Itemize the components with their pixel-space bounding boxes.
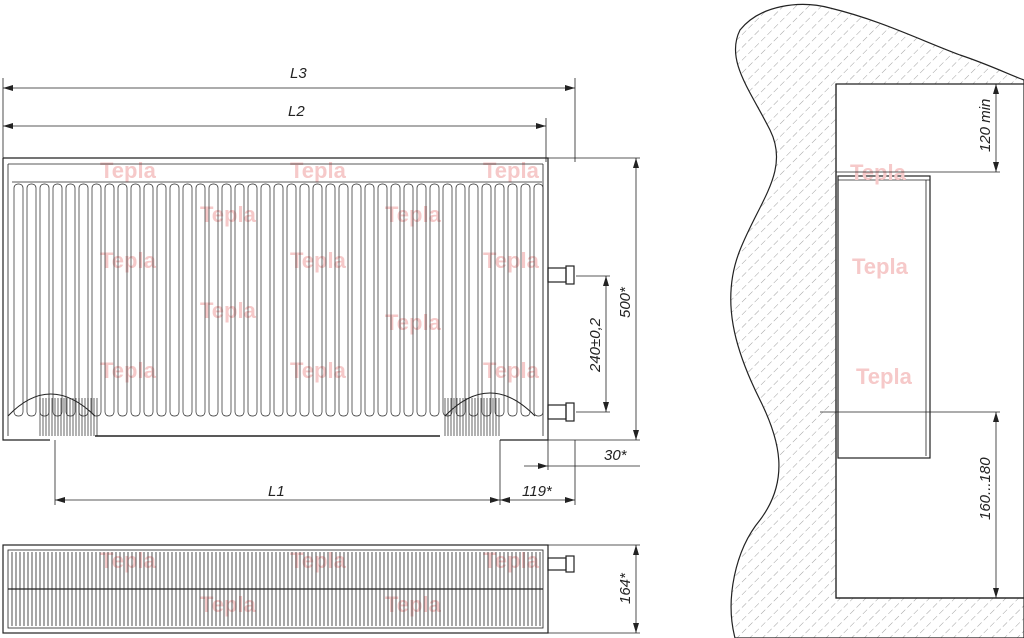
fin — [273, 183, 284, 417]
coil-left — [39, 398, 98, 436]
watermark: Tepla — [290, 358, 347, 383]
dim-l1-label: L1 — [268, 483, 285, 500]
watermark: Tepla — [200, 202, 257, 227]
watermark: Tepla — [483, 548, 540, 573]
watermark: Tepla — [850, 160, 907, 185]
fin — [182, 183, 193, 417]
fin — [169, 183, 180, 417]
arrowheads — [993, 84, 999, 172]
fin — [234, 183, 245, 417]
top-view-casing — [2, 544, 549, 634]
watermark: Tepla — [483, 358, 540, 383]
watermark: Tepla — [290, 158, 347, 183]
watermark: Tepla — [483, 248, 540, 273]
watermark: Tepla — [290, 248, 347, 273]
fin — [247, 183, 258, 417]
convector-section — [837, 175, 931, 459]
arrowheads — [538, 463, 548, 469]
watermark: Tepla — [200, 298, 257, 323]
trench-edge — [835, 84, 1024, 599]
watermark: Tepla — [385, 592, 442, 617]
fin — [78, 183, 89, 417]
fin — [429, 183, 440, 417]
dim-160-label: 160...180 — [977, 457, 994, 520]
dim-l3-label: L3 — [290, 65, 307, 82]
fin — [312, 183, 323, 417]
watermark: Tepla — [290, 548, 347, 573]
fin — [195, 183, 206, 417]
watermark: Tepla — [483, 158, 540, 183]
fin — [208, 183, 219, 417]
watermark: Tepla — [852, 254, 909, 279]
dim-500-label: 500* — [617, 286, 634, 318]
top-pipe — [547, 557, 567, 571]
fin — [26, 183, 37, 417]
dim-240-label: 240±0,2 — [587, 317, 604, 373]
casing-outline — [2, 157, 549, 441]
fin — [520, 183, 531, 417]
fin — [442, 183, 453, 417]
fin — [416, 183, 427, 417]
heat-exchanger-fins — [13, 183, 544, 417]
fin — [117, 183, 128, 417]
fin — [39, 183, 50, 417]
fin — [143, 183, 154, 417]
watermark: Tepla — [100, 358, 157, 383]
fin — [130, 183, 141, 417]
fin — [325, 183, 336, 417]
watermark: Tepla — [100, 248, 157, 273]
fin — [533, 183, 544, 417]
front-view — [2, 78, 640, 505]
fin — [65, 183, 76, 417]
fin — [156, 183, 167, 417]
top-view-grille — [8, 552, 543, 626]
cutaway-left — [7, 393, 96, 417]
watermark: Tepla — [100, 158, 157, 183]
fin — [52, 183, 63, 417]
fin — [338, 183, 349, 417]
fin — [468, 183, 479, 417]
fin — [455, 183, 466, 417]
dim-l2-label: L2 — [288, 103, 305, 120]
pipe-connector-top — [547, 267, 567, 283]
dim-164-label: 164* — [617, 572, 634, 604]
fin — [403, 183, 414, 417]
dim-30-label: 30* — [604, 447, 628, 464]
top-view — [2, 544, 640, 634]
pipe-connector-bottom-nut — [565, 402, 575, 422]
fin — [221, 183, 232, 417]
dim-119-label: 119* — [522, 483, 553, 500]
cutaway-right — [444, 392, 536, 417]
pipe-connector-top-nut — [565, 265, 575, 285]
dim-120-label: 120 min — [977, 99, 994, 152]
fin — [481, 183, 492, 417]
fin — [351, 183, 362, 417]
arrowheads — [633, 545, 639, 633]
fin — [377, 183, 388, 417]
fin — [364, 183, 375, 417]
fin — [104, 183, 115, 417]
fin — [494, 183, 505, 417]
fin — [286, 183, 297, 417]
coil-right — [444, 398, 500, 436]
fin — [390, 183, 401, 417]
fin — [13, 183, 24, 417]
fin — [507, 183, 518, 417]
section-view: Tepla Tepla Tepla — [730, 3, 1024, 638]
fin — [260, 183, 271, 417]
top-pipe-nut — [565, 555, 575, 573]
pipe-connector-bottom — [547, 404, 567, 420]
fin — [299, 183, 310, 417]
fin — [91, 183, 102, 417]
watermark: Tepla — [856, 364, 913, 389]
